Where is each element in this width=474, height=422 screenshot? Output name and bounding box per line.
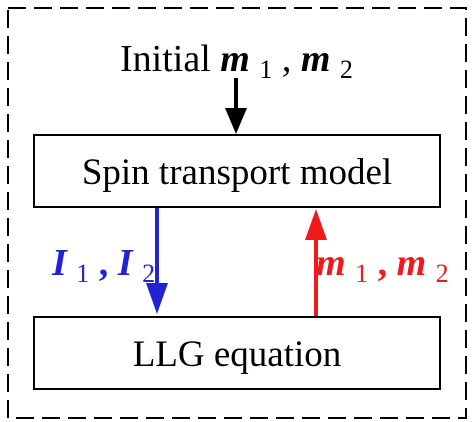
initial-comma: , (282, 38, 301, 80)
current-i2-sub: 2 (142, 259, 155, 288)
llg-equation-box (33, 316, 441, 390)
mag-m1-sub: 1 (355, 259, 368, 288)
outer-dashed-frame (7, 7, 467, 419)
initial-m2-base: m (301, 38, 331, 80)
initial-m2-sub: 2 (340, 55, 353, 84)
llg-equation-label: LLG equation (133, 334, 342, 375)
current-flow-label: I 1 , I 2 (51, 242, 155, 291)
mag-m2-sub: 2 (436, 259, 449, 288)
mag-m2-base: m (397, 242, 427, 284)
mag-m1-base: m (316, 242, 346, 284)
initial-magnetization-label: Initial m 1 , m 2 (120, 38, 353, 87)
current-comma: , (99, 242, 118, 284)
initial-input-arrow (225, 78, 247, 134)
mag-comma: , (378, 242, 397, 284)
current-flow-arrow (146, 208, 168, 314)
initial-prefix: Initial (120, 38, 220, 80)
spin-transport-model-box (33, 134, 441, 208)
spin-transport-model-label: Spin transport model (82, 152, 392, 193)
current-i1-sub: 1 (76, 259, 89, 288)
initial-m1-base: m (220, 38, 250, 80)
current-i1-base: I (51, 242, 68, 284)
current-i2-base: I (117, 242, 134, 284)
magnetization-flow-arrow (305, 209, 327, 316)
initial-m1-sub: 1 (259, 55, 272, 84)
magnetization-flow-label: m 1 , m 2 (316, 242, 449, 291)
